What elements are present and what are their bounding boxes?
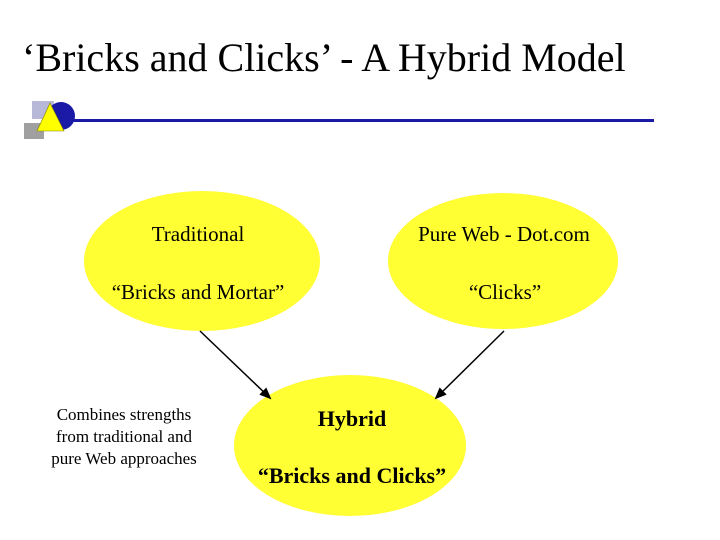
bricks-and-clicks-label: “Bricks and Clicks”: [257, 463, 447, 488]
hybrid-note: Combines strengths from traditional and …: [24, 404, 224, 470]
title-divider: [70, 119, 654, 122]
bricks-and-mortar-label: “Bricks and Mortar”: [111, 280, 285, 304]
traditional-to-hybrid-arrow: [199, 330, 272, 400]
note-line-3: pure Web approaches: [51, 449, 197, 468]
bullet-logo-icon: [24, 101, 75, 139]
pure-web-label: Pure Web - Dot.com: [418, 222, 590, 246]
slide-title: ‘Bricks and Clicks’ - A Hybrid Model: [22, 35, 626, 80]
traditional-label: Traditional: [151, 222, 245, 246]
hybrid-ellipse: [234, 375, 466, 516]
note-line-1: Combines strengths: [56, 405, 192, 424]
traditional-ellipse: [84, 191, 320, 331]
pure-web-ellipse: [388, 193, 618, 329]
web-to-hybrid-arrow: [434, 330, 505, 400]
hybrid-label: Hybrid: [317, 406, 387, 431]
clicks-label: “Clicks”: [468, 280, 542, 304]
note-line-2: from traditional and: [56, 427, 192, 446]
